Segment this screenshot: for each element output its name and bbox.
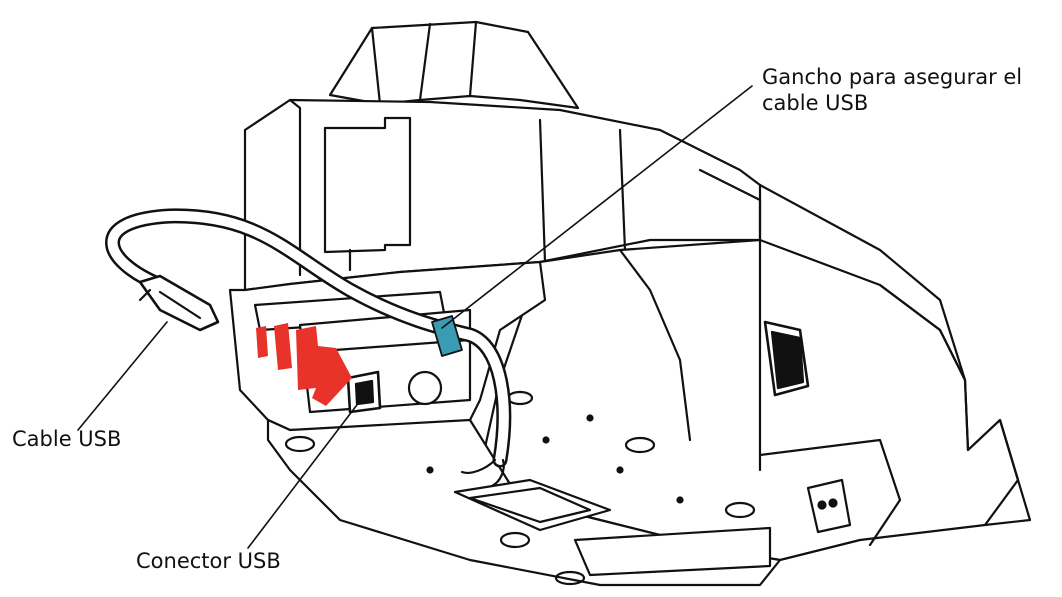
printer-base — [266, 390, 782, 587]
usb-cable-label: Cable USB — [12, 427, 122, 451]
connector-leader-line — [247, 392, 367, 549]
cable-leader-line — [77, 321, 168, 431]
printer-top-cover — [328, 20, 580, 110]
printer-body — [243, 98, 762, 292]
usb-connector-label: Conector USB — [136, 549, 281, 573]
usb-cable — [105, 208, 512, 488]
hook-label: Gancho para asegurar el cable USB — [762, 65, 1023, 115]
round-port — [407, 370, 443, 406]
usb-hook-icon — [431, 315, 463, 357]
insert-arrow-icon — [256, 323, 352, 406]
printer-side-panel — [478, 168, 1032, 562]
hook-leader-line — [441, 85, 753, 329]
usb-plug — [138, 274, 220, 332]
